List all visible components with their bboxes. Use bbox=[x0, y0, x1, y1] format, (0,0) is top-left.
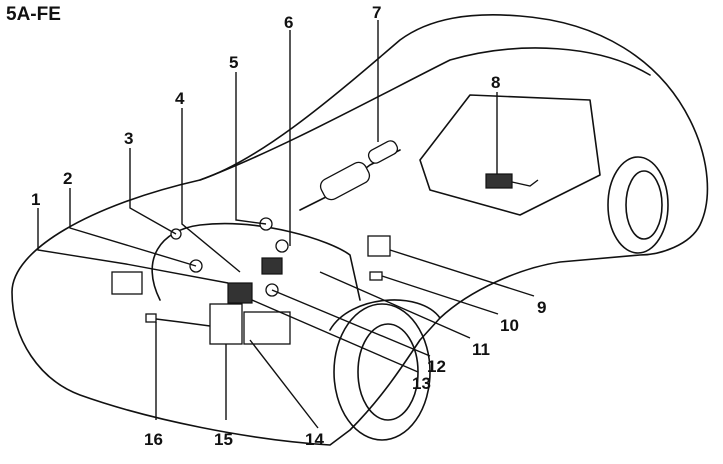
part-small-relay bbox=[369, 271, 383, 281]
callout-2: 2 bbox=[63, 169, 72, 188]
car-body-outline bbox=[11, 14, 709, 446]
battery bbox=[243, 311, 291, 345]
callout-11: 11 bbox=[472, 340, 490, 359]
sensor-16-wire bbox=[147, 317, 211, 327]
trunk-outline bbox=[419, 94, 601, 216]
callout-5: 5 bbox=[229, 53, 238, 72]
callout-15: 15 bbox=[214, 430, 233, 449]
trunk-component-wire bbox=[511, 179, 539, 187]
callout-10: 10 bbox=[500, 316, 519, 335]
callout-1: 1 bbox=[31, 190, 40, 209]
callout-8: 8 bbox=[491, 73, 500, 92]
part-sensor-16 bbox=[145, 313, 157, 323]
callout-7: 7 bbox=[372, 3, 381, 22]
rear-wheel bbox=[607, 156, 669, 254]
engine-bay-outline bbox=[151, 222, 361, 301]
callout-12: 12 bbox=[427, 357, 446, 376]
catalytic-converter bbox=[367, 140, 399, 164]
roof-line bbox=[199, 47, 651, 181]
muffler bbox=[319, 161, 371, 201]
front-wheel bbox=[333, 303, 431, 441]
part-sensor-6 bbox=[275, 239, 289, 253]
callout-6: 6 bbox=[284, 13, 293, 32]
rear-wheel-rim bbox=[625, 170, 663, 240]
callout-3: 3 bbox=[124, 129, 133, 148]
part-cluster bbox=[227, 282, 253, 304]
part-left-box bbox=[111, 271, 143, 295]
callout-9: 9 bbox=[537, 298, 546, 317]
trunk-component bbox=[485, 173, 513, 189]
part-cluster-upper bbox=[261, 257, 283, 275]
callout-16: 16 bbox=[144, 430, 163, 449]
callout-4: 4 bbox=[175, 89, 185, 108]
part-relay-box bbox=[367, 235, 391, 257]
callout-14: 14 bbox=[305, 430, 324, 449]
engine-code-title: 5A-FE bbox=[6, 4, 61, 25]
leader-lines bbox=[37, 20, 535, 429]
part-computer-box bbox=[209, 303, 243, 345]
callout-13: 13 bbox=[412, 374, 431, 393]
